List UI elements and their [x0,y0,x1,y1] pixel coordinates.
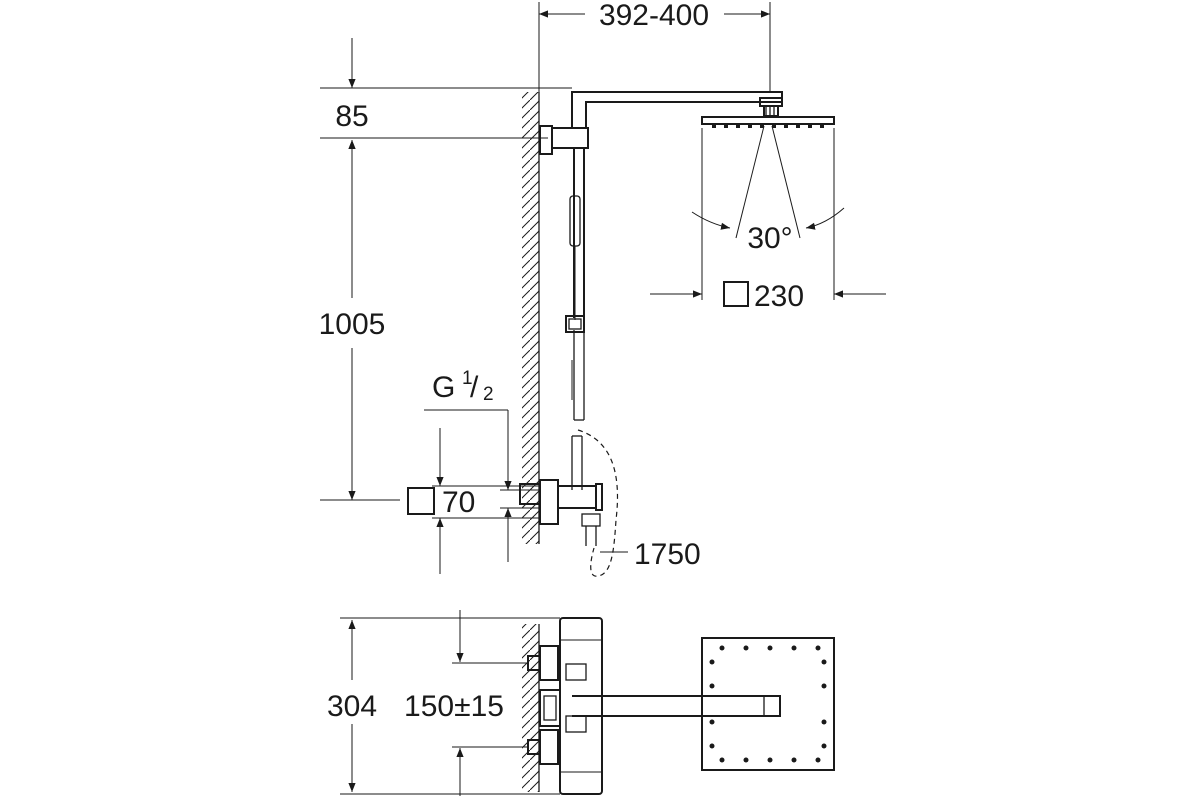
dim-arm-projection-label: 392-400 [599,0,709,32]
riser-column [571,148,585,490]
dim-head-size: 230 [650,280,886,313]
svg-text:/: / [470,371,479,404]
nozzle-row [712,125,824,128]
mixer-valve-side [519,479,603,546]
square-symbol-icon [723,281,749,307]
dim-center-distance-label: 150±15 [404,690,504,723]
upper-wall-bracket [539,125,589,155]
dim-mixer-size-label: 70 [442,486,475,519]
slider-bracket [565,315,585,333]
plan-shower-arm [572,695,781,717]
thread-fraction-den: 2 [483,384,494,405]
spray-angle-label: 30° [747,222,792,255]
thread-label: G [432,371,455,404]
dim-head-size-label: 230 [754,280,804,313]
hand-shower [569,195,581,400]
plan-wall-section [522,624,540,792]
dim-hose-length: 1750 [600,538,701,571]
shower-arm [571,91,783,128]
shower-hose [577,429,619,577]
head-shower [701,97,835,128]
dim-column-height-label: 1005 [319,308,386,341]
square-symbol-icon [407,487,435,515]
plan-mixer-body [559,617,603,795]
thread-fraction-num: 1 [462,368,473,389]
dim-plan-width-label: 304 [327,690,377,723]
dim-arm-projection: 392-400 [538,0,771,92]
dim-plan-width: 304 [327,617,560,795]
thread-callout: G 1 / 2 [424,368,540,562]
wall-section [522,92,540,544]
spray-cone [691,125,845,300]
plan-head-square [701,637,835,771]
plan-center-bracket [539,689,561,727]
dim-top-offset-label: 85 [335,100,368,133]
dim-center-distance: 150±15 [404,610,528,796]
dim-mixer-size: 70 [407,428,540,574]
dim-hose-length-label: 1750 [634,538,701,571]
dim-column-height: 1005 [319,140,400,501]
